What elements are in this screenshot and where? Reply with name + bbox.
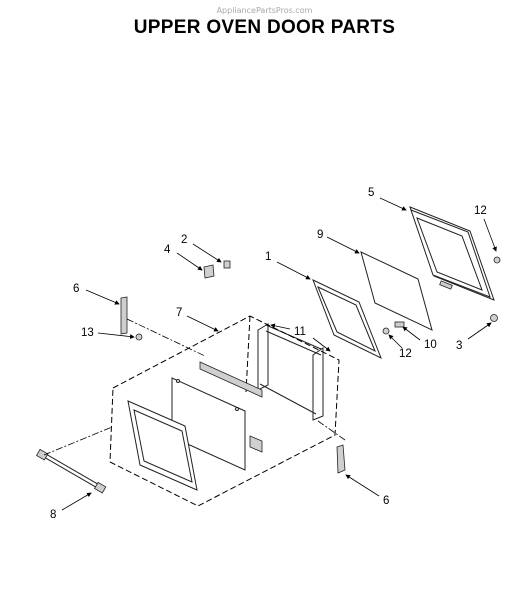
callout-8: 8 xyxy=(50,509,56,521)
callout-6-left: 6 xyxy=(73,283,79,295)
part-6-hinge-right xyxy=(317,420,346,474)
inner-door-panels xyxy=(171,361,263,471)
part-2-screw xyxy=(223,260,231,269)
callout-6-right: 6 xyxy=(383,495,389,507)
part-12-screw-left xyxy=(382,327,390,335)
outer-door-front xyxy=(127,400,198,491)
callout-1: 1 xyxy=(265,251,271,263)
callout-13: 13 xyxy=(81,327,94,339)
callout-5: 5 xyxy=(368,187,374,199)
callout-3: 3 xyxy=(456,340,462,352)
part-3-screw xyxy=(490,314,498,322)
callout-12-top: 12 xyxy=(474,205,487,217)
part-5-outer-door-panel xyxy=(409,206,495,301)
part-1-inner-frame xyxy=(312,279,382,360)
callout-7: 7 xyxy=(176,307,182,319)
part-13-screw xyxy=(135,333,143,341)
part-4-bracket xyxy=(203,264,215,279)
watermark: AppliancePartsPros.com xyxy=(216,6,313,15)
callout-2: 2 xyxy=(181,234,187,246)
callout-10: 10 xyxy=(424,339,437,351)
callout-11: 11 xyxy=(294,326,306,338)
part-10-clip xyxy=(394,321,405,328)
part-12-screw-top xyxy=(493,256,501,264)
part-9-glass-panel xyxy=(360,251,433,331)
part-8-door-handle xyxy=(35,426,113,494)
part-6-hinge-left xyxy=(120,296,206,357)
diagram-title: UPPER OVEN DOOR PARTS xyxy=(133,17,396,38)
callout-12-lower: 12 xyxy=(399,348,412,360)
part-7-door-assembly-outline xyxy=(109,315,340,507)
leader-lines xyxy=(61,197,497,511)
callout-4: 4 xyxy=(164,244,171,256)
callout-9: 9 xyxy=(317,229,323,241)
